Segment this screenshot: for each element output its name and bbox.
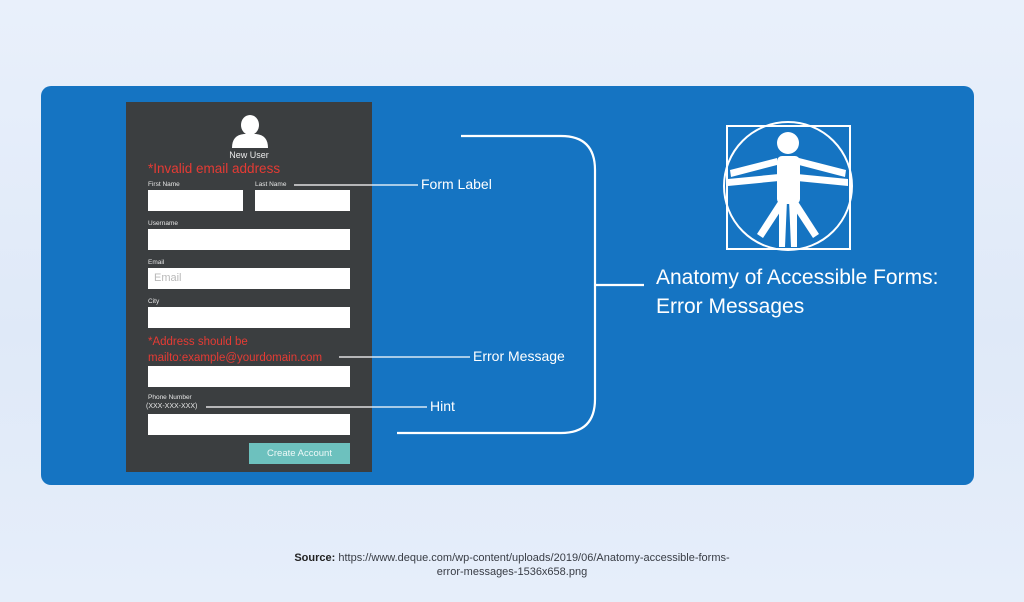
phone-number-label: Phone Number (148, 394, 192, 401)
last-name-input[interactable] (255, 190, 350, 211)
phone-hint: (XXX-XXX-XXX) (146, 403, 198, 410)
create-account-button[interactable]: Create Account (249, 443, 350, 464)
email-input[interactable]: Email (148, 268, 350, 289)
headline: Anatomy of Accessible Forms: Error Messa… (656, 263, 938, 321)
last-name-label: Last Name (255, 181, 287, 188)
form-label-callout: Form Label (421, 176, 492, 192)
phone-number-input[interactable] (148, 414, 350, 435)
city-input[interactable] (148, 307, 350, 328)
diagram-card: New User *Invalid email address First Na… (41, 86, 974, 485)
connector-lines (206, 121, 853, 435)
email-label: Email (148, 259, 165, 266)
error-message-callout: Error Message (473, 348, 565, 364)
source-label: Source: (294, 552, 336, 564)
user-avatar-icon (232, 115, 268, 148)
email-placeholder: Email (154, 272, 182, 284)
address-error: *Address should be mailto:example@yourdo… (148, 334, 322, 366)
source-url-line2[interactable]: error-messages-1536x658.png (436, 566, 588, 578)
first-name-label: First Name (148, 181, 180, 188)
vitruvian-man-icon (723, 121, 853, 251)
source-caption: Source: https://www.deque.com/wp-content… (0, 551, 1024, 579)
hint-callout: Hint (430, 398, 455, 414)
username-label: Username (148, 220, 178, 227)
address-input[interactable] (148, 366, 350, 387)
first-name-input[interactable] (148, 190, 243, 211)
city-label: City (148, 298, 160, 305)
address-error-line1: *Address should be (148, 336, 248, 348)
source-url-line1[interactable]: https://www.deque.com/wp-content/uploads… (338, 552, 730, 564)
address-error-line2: mailto:example@yourdomain.com (148, 352, 323, 364)
headline-line2: Error Messages (656, 295, 805, 318)
form-title: New User (229, 150, 269, 160)
headline-line1: Anatomy of Accessible Forms: (656, 266, 939, 289)
invalid-email-error: *Invalid email address (148, 161, 281, 176)
username-input[interactable] (148, 229, 350, 250)
new-user-form: New User *Invalid email address First Na… (126, 102, 372, 472)
